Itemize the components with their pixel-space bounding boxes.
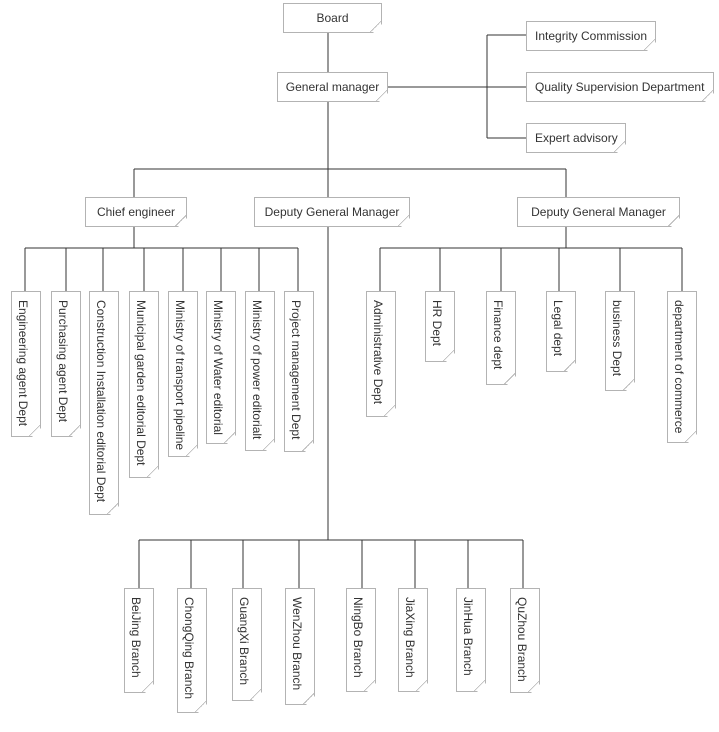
side-unit-expert: Expert advisory [526, 123, 626, 153]
branch-beijing: BeiJing Branch [124, 588, 154, 693]
dept-power-editorial: Ministry of power editorialt [245, 291, 275, 451]
branch-label: GuangXi Branch [237, 597, 251, 686]
branch-label: BeiJing Branch [129, 597, 143, 678]
dept-engineering-agent: Engineering agent Dept [11, 291, 41, 437]
deputy-gm-right-node: Deputy General Manager [517, 197, 680, 227]
side-unit-quality: Quality Supervision Department [526, 72, 714, 102]
dept-label: Legal dept [551, 300, 565, 357]
branch-label: NingBo Branch [351, 597, 365, 678]
general-manager-label: General manager [285, 80, 380, 94]
dept-label: Administrative Dept [371, 300, 385, 405]
dept-label: Construction Installation editorial Dept [94, 300, 108, 503]
dept-label: Purchasing agent Dept [56, 300, 70, 423]
side-unit-label: Expert advisory [535, 131, 618, 145]
branch-label: QuZhou Branch [515, 597, 529, 682]
branch-jiaxing: JiaXing Branch [398, 588, 428, 692]
dept-label: Project management Dept [289, 300, 303, 440]
dept-purchasing-agent: Purchasing agent Dept [51, 291, 81, 437]
dept-legal: Legal dept [546, 291, 576, 372]
branch-guangxi: GuangXi Branch [232, 588, 262, 701]
dept-label: Finance dept [491, 300, 505, 370]
dept-label: Ministry of power editorialt [250, 300, 264, 440]
chief-engineer-label: Chief engineer [96, 205, 176, 219]
dept-construction-installation: Construction Installation editorial Dept [89, 291, 119, 515]
branch-label: JiaXing Branch [403, 597, 417, 678]
dept-label: department of commerce [672, 300, 686, 434]
branch-label: JinHua Branch [461, 597, 475, 676]
side-unit-integrity: Integrity Commission [526, 21, 656, 51]
branch-chongqing: ChongQing Branch [177, 588, 207, 713]
dept-label: HR Dept [430, 300, 444, 347]
dept-hr: HR Dept [425, 291, 455, 362]
dept-water-editorial: Ministry of Water editorial [206, 291, 236, 444]
dept-finance: Finance dept [486, 291, 516, 385]
chief-engineer-node: Chief engineer [85, 197, 187, 227]
dept-label: Ministry of Water editorial [211, 300, 225, 435]
dept-administrative: Administrative Dept [366, 291, 396, 417]
board-node: Board [283, 3, 382, 33]
dept-label: Engineering agent Dept [16, 300, 30, 427]
board-label: Board [316, 11, 349, 25]
branch-ningbo: NingBo Branch [346, 588, 376, 692]
dept-business: business Dept [605, 291, 635, 391]
deputy-gm-center-node: Deputy General Manager [254, 197, 410, 227]
side-unit-label: Integrity Commission [535, 29, 648, 43]
branch-wenzhou: WenZhou Branch [285, 588, 315, 705]
dept-commerce: department of commerce [667, 291, 697, 443]
deputy-gm-label: Deputy General Manager [264, 205, 400, 219]
branch-quzhou: QuZhou Branch [510, 588, 540, 693]
dept-project-management: Project management Dept [284, 291, 314, 452]
dept-label: Municipal garden editorial Dept [134, 300, 148, 466]
dept-label: Ministry of transport pipeline [173, 300, 187, 451]
branch-label: ChongQing Branch [182, 597, 196, 700]
branch-jinhua: JinHua Branch [456, 588, 486, 692]
general-manager-node: General manager [277, 72, 388, 102]
branch-label: WenZhou Branch [290, 597, 304, 691]
side-unit-label: Quality Supervision Department [535, 80, 705, 94]
dept-label: business Dept [610, 300, 624, 377]
deputy-gm-label: Deputy General Manager [531, 205, 666, 219]
dept-municipal-garden: Municipal garden editorial Dept [129, 291, 159, 478]
dept-transport-pipeline: Ministry of transport pipeline [168, 291, 198, 457]
